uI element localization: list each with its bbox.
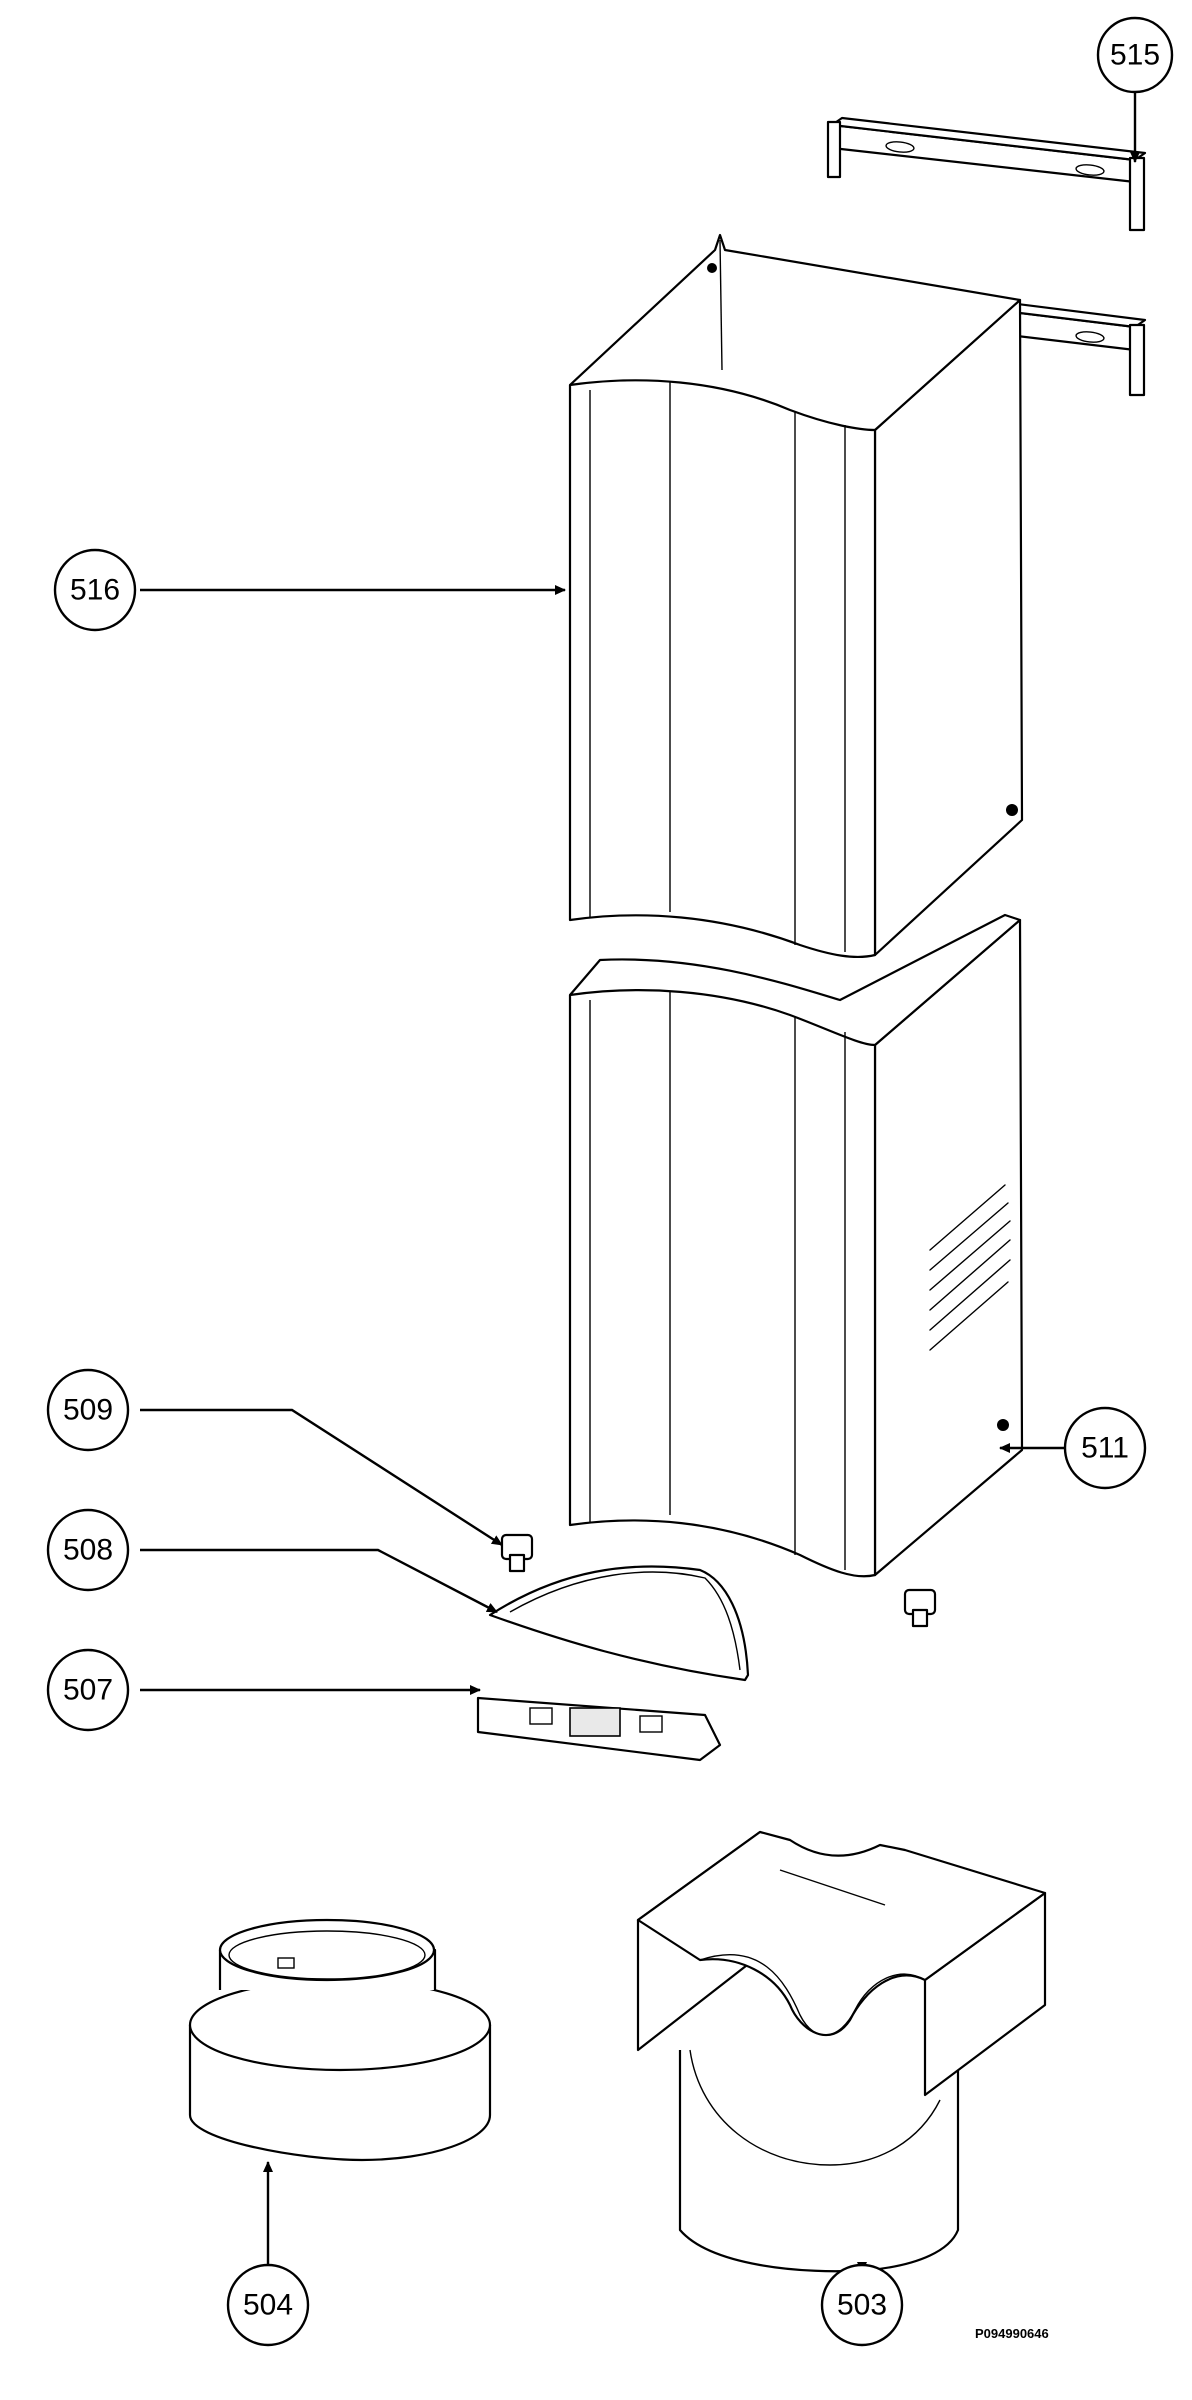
callout-516: 516	[53, 548, 137, 632]
callout-508: 508	[46, 1508, 130, 1592]
part-509-clips	[500, 1533, 937, 1628]
part-511-lower-chimney	[568, 913, 1024, 1578]
callout-516-label: 516	[70, 574, 120, 607]
part-504-reducer	[188, 1918, 492, 2162]
callout-504-label: 504	[243, 2289, 293, 2322]
vent-slots	[929, 1184, 1011, 1351]
callout-509-label: 509	[63, 1394, 113, 1427]
callout-515: 515	[1096, 16, 1174, 94]
callout-508-label: 508	[63, 1534, 113, 1567]
callout-503-label: 503	[837, 2289, 887, 2322]
callout-511: 511	[1063, 1406, 1147, 1490]
leader-509	[140, 1408, 503, 1547]
drawing-code: P094990646	[975, 2326, 1049, 2341]
callout-507-label: 507	[63, 1674, 113, 1707]
part-508-trim	[488, 1565, 750, 1682]
leader-lines	[140, 92, 1140, 2273]
callout-504: 504	[226, 2263, 310, 2347]
part-516-upper-chimney	[568, 233, 1024, 959]
callout-507: 507	[46, 1648, 130, 1732]
part-503-adapter	[636, 1830, 1047, 2273]
callout-511-label: 511	[1081, 1432, 1129, 1465]
callout-509: 509	[46, 1368, 130, 1452]
callout-515-label: 515	[1110, 39, 1160, 72]
part-507-strip	[476, 1696, 722, 1762]
callout-503: 503	[820, 2263, 904, 2347]
leader-508	[140, 1548, 498, 1614]
